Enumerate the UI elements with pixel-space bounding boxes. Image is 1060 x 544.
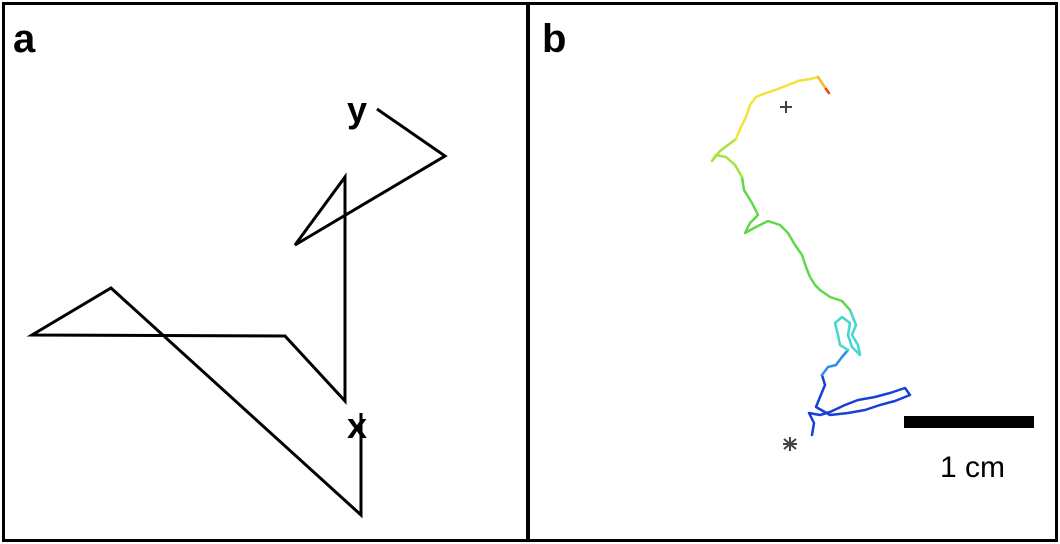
- panel-b-letter: b: [542, 17, 567, 61]
- random-walk-diagram: x y: [26, 89, 448, 519]
- panel-a-letter: a: [13, 17, 36, 61]
- colored-track: [710, 75, 912, 437]
- start-marker-icon: [783, 437, 797, 451]
- random-walk-path: [26, 107, 448, 519]
- track-segment-orange: [816, 75, 828, 91]
- scale-bar-label: 1 cm: [940, 451, 1006, 484]
- scale-bar: [904, 416, 1034, 428]
- track-segment-red: [824, 87, 831, 95]
- panel-b: b: [527, 2, 1058, 542]
- track-segment-lightblue: [820, 348, 850, 377]
- track-segment-yellow: [734, 75, 820, 141]
- track-segment-green: [740, 175, 852, 312]
- animal-track-plot: [710, 75, 1034, 451]
- track-segment-yellowgreen: [710, 137, 744, 179]
- track-segment-blue: [807, 373, 912, 437]
- track-segment-cyan: [833, 308, 862, 357]
- end-marker-icon: [780, 101, 792, 113]
- end-label-y: y: [347, 89, 367, 130]
- panel-a: a x y: [2, 2, 529, 542]
- start-label-x: x: [347, 405, 367, 446]
